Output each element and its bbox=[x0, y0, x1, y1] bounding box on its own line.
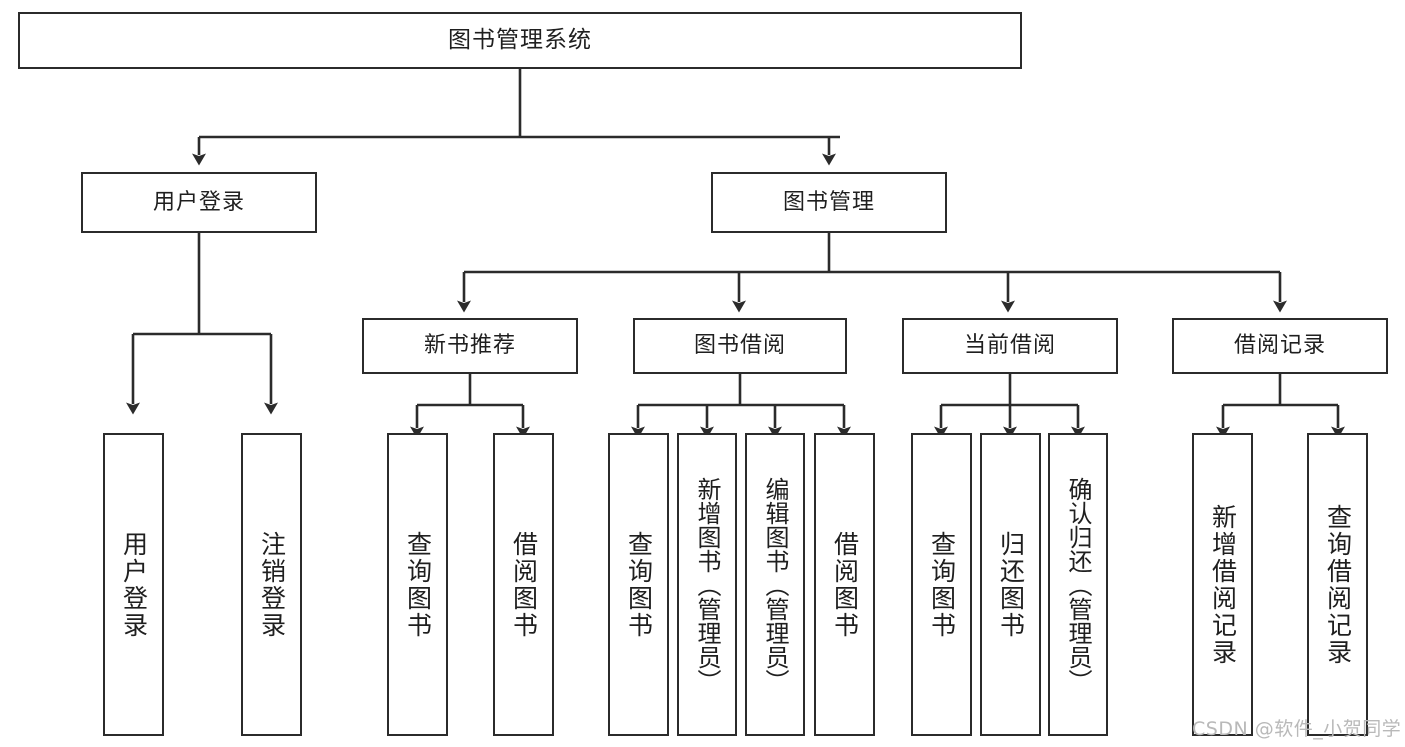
leaf-query-book-borrow[interactable]: 查询图书 bbox=[608, 433, 669, 736]
node-label: 借阅记录 bbox=[1233, 333, 1326, 359]
leaf-logout[interactable]: 注销登录 bbox=[241, 433, 302, 736]
node-label: 编辑图书（管理员） bbox=[761, 476, 789, 693]
watermark: CSDN @软件_小贺同学 bbox=[1192, 718, 1402, 740]
node-label: 借阅图书 bbox=[830, 530, 860, 639]
node-label: 查询图书 bbox=[624, 530, 654, 639]
leaf-add-book-admin[interactable]: 新增图书（管理员） bbox=[677, 433, 737, 736]
node-label: 图书管理系统 bbox=[448, 26, 592, 53]
leaf-add-borrow-record[interactable]: 新增借阅记录 bbox=[1192, 433, 1253, 736]
node-label: 新增借阅记录 bbox=[1208, 503, 1238, 666]
node-book-management[interactable]: 图书管理 bbox=[711, 172, 947, 233]
node-label: 借阅图书 bbox=[509, 530, 539, 639]
node-label: 确认归还（管理员） bbox=[1064, 476, 1092, 693]
node-label: 用户登录 bbox=[119, 530, 149, 639]
leaf-query-book-new[interactable]: 查询图书 bbox=[387, 433, 448, 736]
node-label: 图书管理 bbox=[782, 189, 875, 215]
node-label: 查询图书 bbox=[927, 530, 957, 639]
node-book-management-system[interactable]: 图书管理系统 bbox=[18, 12, 1022, 69]
node-current-borrowing[interactable]: 当前借阅 bbox=[902, 318, 1118, 374]
node-book-borrowing[interactable]: 图书借阅 bbox=[633, 318, 847, 374]
leaf-query-book-current[interactable]: 查询图书 bbox=[911, 433, 972, 736]
node-label: 归还图书 bbox=[996, 530, 1026, 639]
node-label: 用户登录 bbox=[152, 189, 245, 215]
leaf-query-borrow-record[interactable]: 查询借阅记录 bbox=[1307, 433, 1368, 736]
node-label: 当前借阅 bbox=[963, 333, 1056, 359]
leaf-borrow-book-borrow[interactable]: 借阅图书 bbox=[814, 433, 875, 736]
node-label: 新书推荐 bbox=[423, 333, 516, 359]
leaf-return-book[interactable]: 归还图书 bbox=[980, 433, 1041, 736]
node-label: 新增图书（管理员） bbox=[693, 476, 721, 693]
leaf-confirm-return-admin[interactable]: 确认归还（管理员） bbox=[1048, 433, 1108, 736]
node-label: 查询借阅记录 bbox=[1323, 503, 1353, 666]
node-label: 图书借阅 bbox=[693, 333, 786, 359]
node-label: 查询图书 bbox=[403, 530, 433, 639]
node-new-book-recommendation[interactable]: 新书推荐 bbox=[362, 318, 578, 374]
leaf-edit-book-admin[interactable]: 编辑图书（管理员） bbox=[745, 433, 805, 736]
node-label: 注销登录 bbox=[257, 530, 287, 639]
node-user-login[interactable]: 用户登录 bbox=[81, 172, 317, 233]
leaf-borrow-book-new[interactable]: 借阅图书 bbox=[493, 433, 554, 736]
leaf-user-login[interactable]: 用户登录 bbox=[103, 433, 164, 736]
node-borrow-records[interactable]: 借阅记录 bbox=[1172, 318, 1388, 374]
